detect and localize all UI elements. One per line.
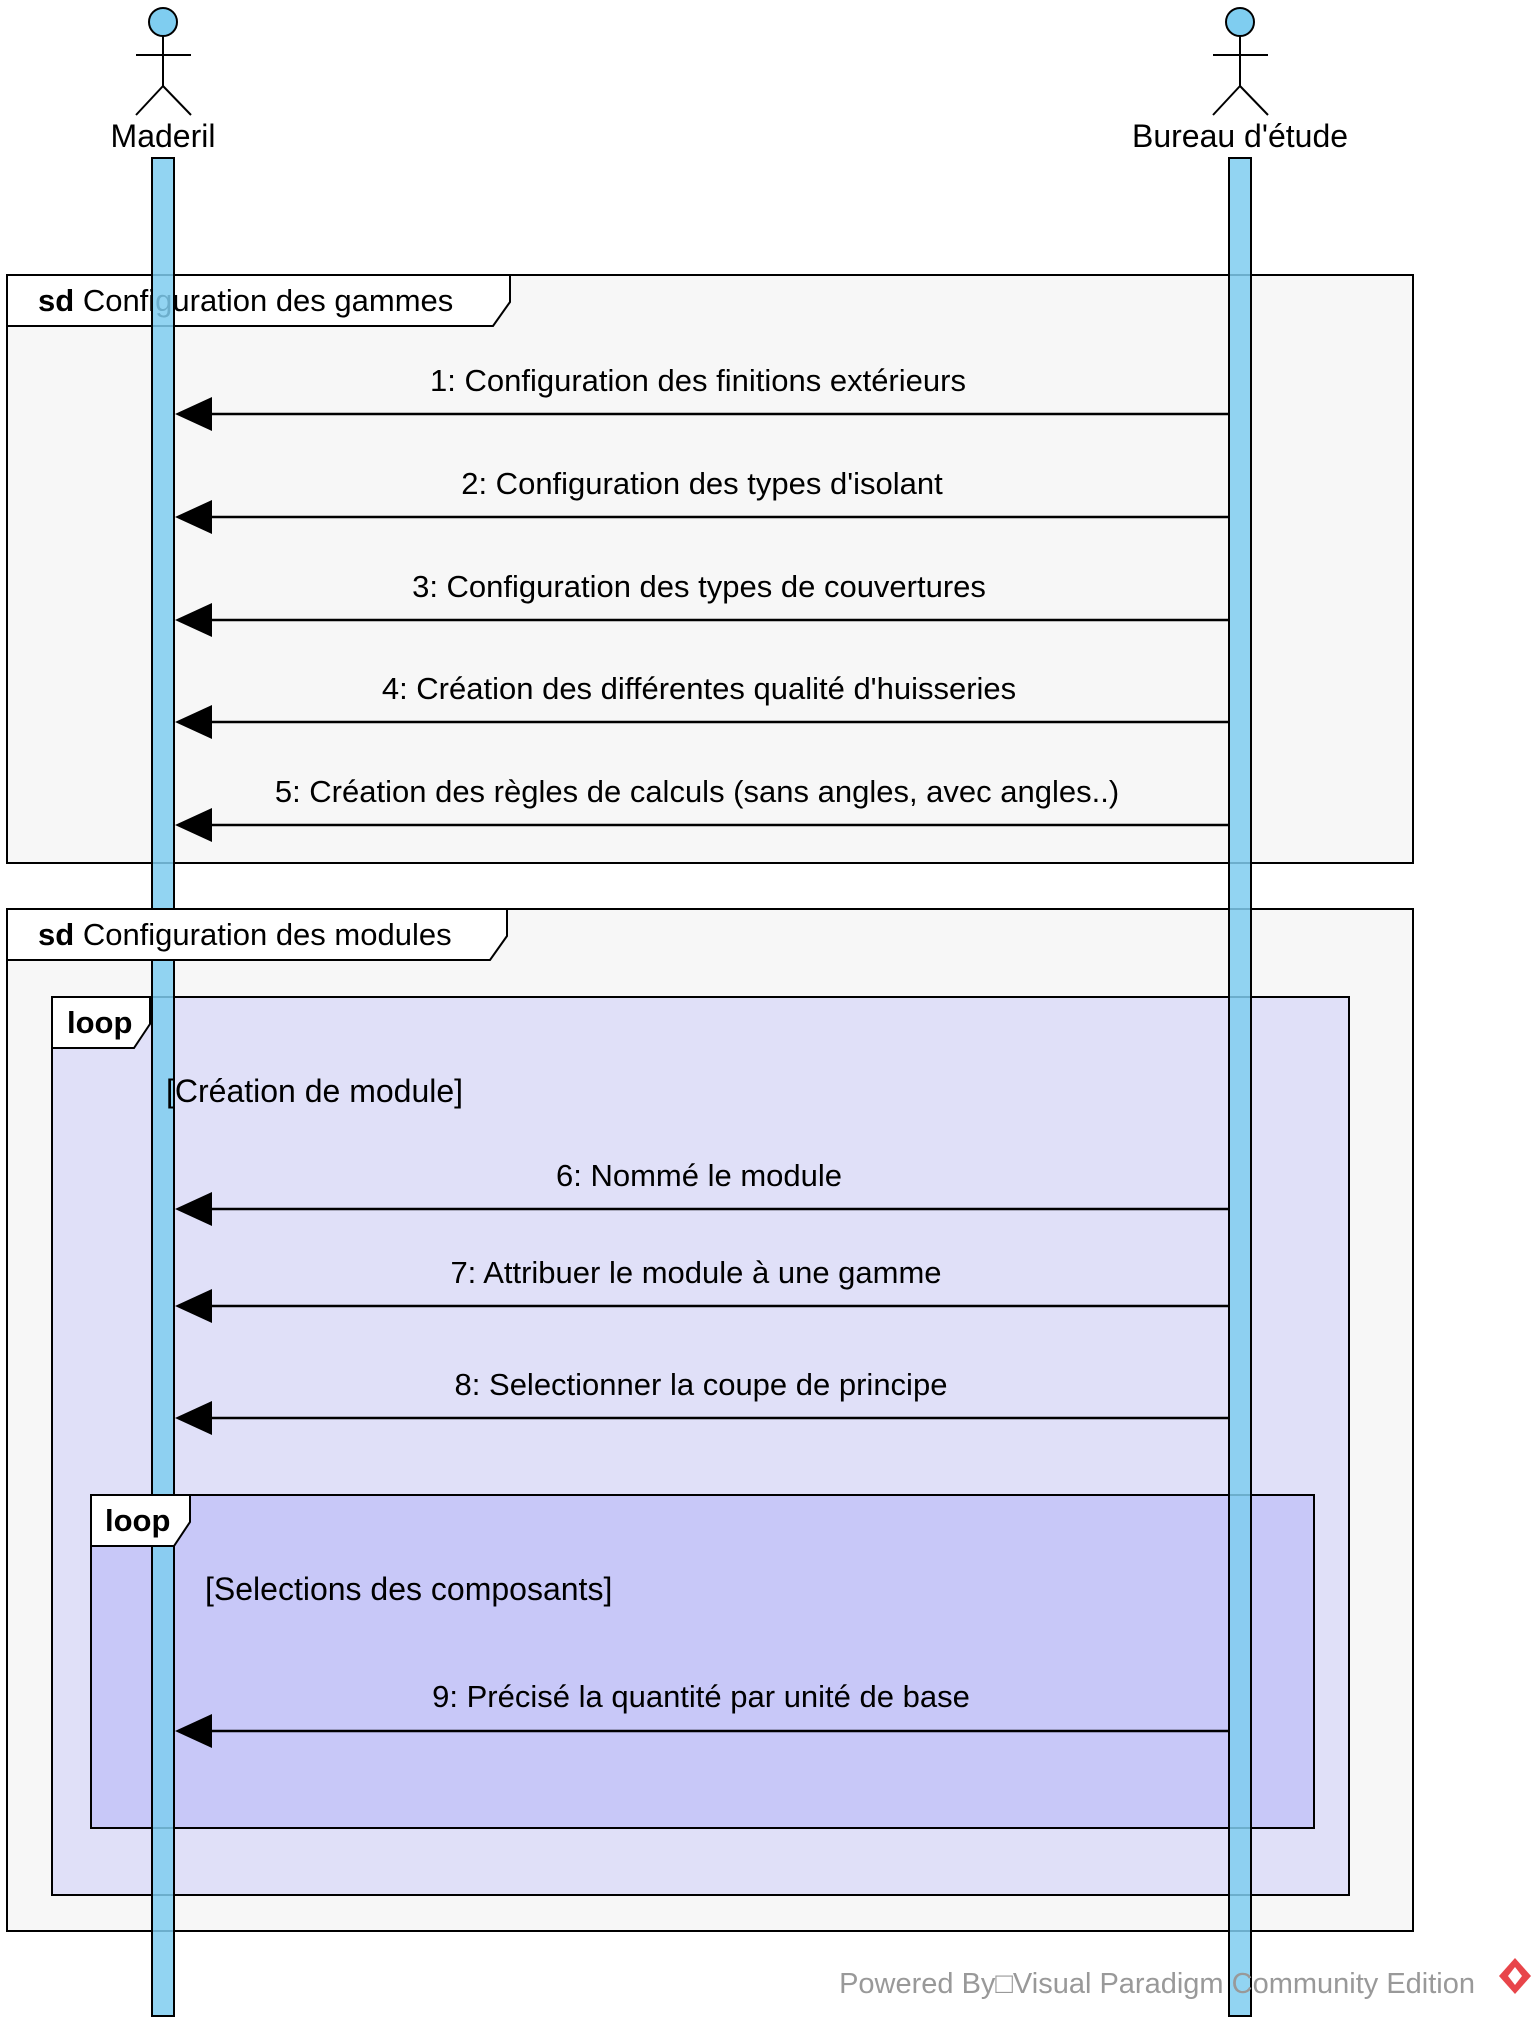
loop-creation-module-tab xyxy=(51,996,151,1049)
message-4: 4: Création des différentes qualité d'hu… xyxy=(175,671,1229,739)
message-label: 9: Précisé la quantité par unité de base xyxy=(432,1679,970,1714)
frame-gammes xyxy=(6,274,1414,864)
message-arrowhead xyxy=(175,1401,212,1435)
footer-text: Powered By□Visual Paradigm Community Edi… xyxy=(839,1968,1475,2000)
loop-selections-composants-keyword: loop xyxy=(105,1503,170,1538)
frame-modules-title: sd Configuration des modules xyxy=(38,917,452,952)
message-label: 5: Création des règles de calculs (sans … xyxy=(275,774,1119,809)
message-arrowhead xyxy=(175,808,212,842)
message-2: 2: Configuration des types d'isolant xyxy=(175,466,1229,534)
message-label: 8: Selectionner la coupe de principe xyxy=(455,1367,948,1402)
message-label: 3: Configuration des types de couverture… xyxy=(412,569,986,604)
message-label: 4: Création des différentes qualité d'hu… xyxy=(382,671,1016,706)
visual-paradigm-logo-icon xyxy=(1499,1958,1531,1994)
message-label: 7: Attribuer le module à une gamme xyxy=(450,1255,941,1290)
loop-creation-module-keyword: loop xyxy=(67,1005,132,1040)
message-9: 9: Précisé la quantité par unité de base xyxy=(175,1679,1229,1748)
message-8: 8: Selectionner la coupe de principe xyxy=(175,1367,1229,1435)
actor-bureau-etude-head xyxy=(1225,7,1255,37)
message-label: 1: Configuration des finitions extérieur… xyxy=(430,363,966,398)
loop-selections-composants-guard: [Selections des composants] xyxy=(205,1571,612,1607)
frame-gammes-title: sd Configuration des gammes xyxy=(38,283,453,318)
loop-selections-composants-tab xyxy=(90,1494,191,1547)
loop-creation-module-guard: [Création de module] xyxy=(166,1073,463,1109)
message-arrowhead xyxy=(175,1289,212,1323)
message-arrowhead xyxy=(175,705,212,739)
message-arrowhead xyxy=(175,1714,212,1748)
message-7: 7: Attribuer le module à une gamme xyxy=(175,1255,1229,1323)
actor-bureau-etude-leg-left xyxy=(1212,85,1241,116)
message-label: 2: Configuration des types d'isolant xyxy=(461,466,943,501)
actor-maderil-label: Maderil xyxy=(111,118,216,154)
message-label: 6: Nommé le module xyxy=(556,1158,842,1193)
actor-maderil-leg-left xyxy=(135,85,164,116)
message-6: 6: Nommé le module xyxy=(175,1158,1229,1226)
message-1: 1: Configuration des finitions extérieur… xyxy=(175,363,1229,431)
actor-bureau-etude-leg-right xyxy=(1239,85,1269,116)
message-arrowhead xyxy=(175,397,212,431)
actor-maderil: Maderil xyxy=(111,7,216,154)
lifeline-bureau xyxy=(1228,157,1252,2017)
message-5: 5: Création des règles de calculs (sans … xyxy=(175,774,1229,842)
message-arrowhead xyxy=(175,500,212,534)
actor-maderil-leg-right xyxy=(162,85,192,116)
message-3: 3: Configuration des types de couverture… xyxy=(175,569,1229,637)
loop-selections-composants xyxy=(90,1494,1315,1829)
actor-maderil-head xyxy=(148,7,178,37)
lifeline-maderil xyxy=(151,157,175,2017)
message-arrowhead xyxy=(175,603,212,637)
actor-bureau-etude-label: Bureau d'étude xyxy=(1132,118,1348,154)
actor-bureau-etude: Bureau d'étude xyxy=(1132,7,1348,154)
message-arrowhead xyxy=(175,1192,212,1226)
frame-modules-tab xyxy=(6,908,508,961)
frame-gammes-tab xyxy=(6,274,511,327)
